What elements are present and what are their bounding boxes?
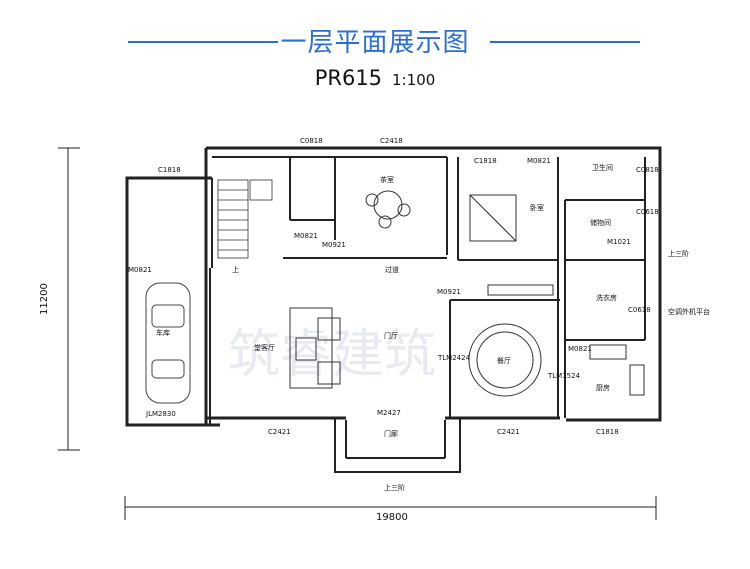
room-garage: 车库	[156, 328, 170, 337]
title-line-left	[128, 41, 278, 43]
note-up-right: 上三阶	[668, 249, 689, 258]
plan-code-row: PR615 1:100	[0, 66, 750, 90]
label-m0821-c: M0821	[128, 266, 152, 274]
label-jlm2830: JLM2830	[145, 410, 176, 418]
outer-walls	[125, 146, 662, 427]
page-title: 一层平面展示图	[280, 28, 470, 58]
room-living: 堂客厅	[254, 343, 275, 352]
room-corridor: 过道	[385, 265, 399, 274]
dim-width: 19800	[376, 512, 408, 523]
room-bedroom: 卧室	[530, 203, 544, 212]
title-line-right	[490, 41, 640, 43]
room-dining: 餐厅	[497, 356, 511, 365]
label-c2421-b: C2421	[497, 428, 520, 436]
label-m1021: M1021	[607, 238, 631, 246]
room-storage: 储物间	[590, 218, 611, 227]
room-kitchen: 厨房	[596, 383, 610, 392]
label-c0818-b: C0818	[636, 166, 659, 174]
room-tea: 茶室	[380, 175, 394, 184]
tea-table-icon	[365, 190, 411, 229]
label-c2421-a: C2421	[268, 428, 291, 436]
label-m2427: M2427	[377, 409, 401, 417]
note-up-stair: 上	[232, 265, 239, 274]
room-washing: 洗衣房	[596, 293, 617, 302]
dining-table-icon	[468, 323, 542, 397]
room-bathroom: 卫生间	[592, 163, 613, 172]
label-m0921-b: M0921	[437, 288, 461, 296]
label-tlm2424: TLM2424	[437, 354, 471, 362]
plan-code: PR615	[314, 66, 383, 90]
car-icon	[145, 282, 191, 404]
note-balcony: 空调外机平台	[668, 307, 710, 316]
label-tlm1524: TLM1524	[547, 372, 581, 380]
room-foyer: 门厅	[384, 331, 398, 340]
inner-walls	[209, 156, 646, 473]
bed-icon	[469, 194, 517, 242]
label-c2418: C2418	[380, 137, 403, 145]
room-entrance: 门廊	[384, 429, 398, 438]
staircase	[217, 179, 273, 259]
label-m0821-b: M0821	[294, 232, 318, 240]
note-up-main: 上三阶	[384, 483, 405, 492]
label-m0921-a: M0921	[322, 241, 346, 249]
label-c0618: C0618	[636, 208, 659, 216]
label-m0821-d: M0821	[568, 345, 592, 353]
label-c1818-c: C1818	[596, 428, 619, 436]
plan-scale: 1:100	[392, 71, 436, 89]
header: 一层平面展示图 PR615 1:100	[0, 0, 750, 110]
kitchen-counter-icon	[487, 284, 645, 396]
dim-height: 11200	[39, 283, 50, 315]
label-m0821-a: M0821	[527, 157, 551, 165]
label-c1818-b: C1818	[474, 157, 497, 165]
label-c1818-a: C1818	[158, 166, 181, 174]
label-c0618-b: C0618	[628, 306, 651, 314]
label-c0818-a: C0818	[300, 137, 323, 145]
sofa-icon	[289, 307, 341, 389]
